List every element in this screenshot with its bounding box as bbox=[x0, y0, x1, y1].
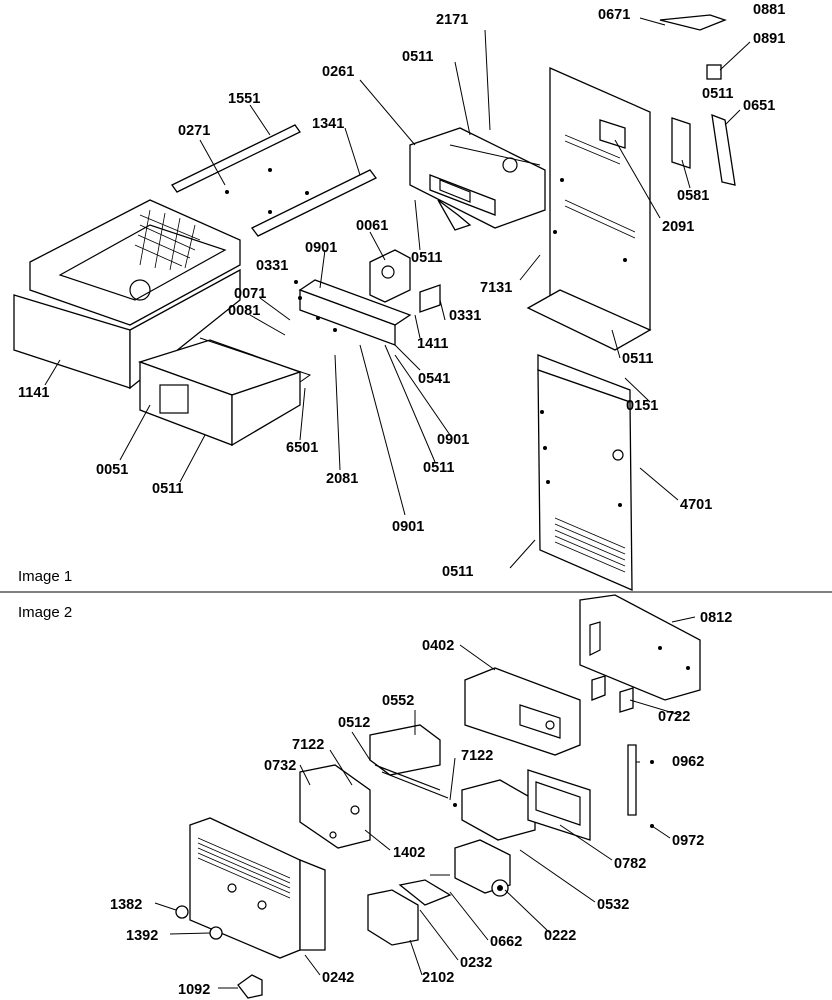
callout-2102: 2102 bbox=[422, 970, 454, 986]
callout-2091: 2091 bbox=[662, 219, 694, 235]
callout-0782: 0782 bbox=[614, 856, 646, 872]
callout-0081: 0081 bbox=[228, 303, 260, 319]
callout-7122b: 7122 bbox=[461, 748, 493, 764]
callout-0222: 0222 bbox=[544, 928, 576, 944]
callout-labels: 0671 0881 2171 0891 0511 0261 0511 0651 … bbox=[18, 2, 785, 998]
callout-0511a: 0511 bbox=[702, 86, 733, 102]
callout-0271: 0271 bbox=[178, 123, 210, 139]
callout-0552: 0552 bbox=[382, 693, 414, 709]
callout-0331b: 0331 bbox=[449, 308, 481, 324]
callout-0722: 0722 bbox=[658, 709, 690, 725]
part-ice-bucket[interactable] bbox=[13, 199, 241, 390]
callout-0151: 0151 bbox=[626, 398, 658, 414]
part-knobs[interactable] bbox=[175, 905, 223, 940]
callout-1341: 1341 bbox=[312, 116, 344, 132]
callout-0901b: 0901 bbox=[437, 432, 469, 448]
callout-2171: 2171 bbox=[436, 12, 468, 28]
callout-0232: 0232 bbox=[460, 955, 492, 971]
part-control-module[interactable] bbox=[299, 764, 371, 849]
callout-1382: 1382 bbox=[110, 897, 142, 913]
callout-0512: 0512 bbox=[338, 715, 370, 731]
part-lower-panel[interactable] bbox=[526, 289, 652, 591]
callout-7122a: 7122 bbox=[292, 737, 324, 753]
callout-0051: 0051 bbox=[96, 462, 128, 478]
callout-0511d: 0511 bbox=[622, 351, 653, 367]
part-mounting-bracket[interactable] bbox=[579, 594, 701, 701]
callout-0671a: 0671 bbox=[598, 7, 630, 23]
callout-4701: 4701 bbox=[680, 497, 712, 513]
part-cover-plate[interactable] bbox=[137, 337, 312, 447]
image2-drawing bbox=[154, 594, 701, 999]
callout-0511b: 0511 bbox=[402, 49, 433, 65]
part-label-plate[interactable] bbox=[367, 879, 452, 946]
callout-0541: 0541 bbox=[418, 371, 450, 387]
part-actuator[interactable] bbox=[430, 839, 511, 897]
part-clip[interactable] bbox=[237, 974, 263, 999]
callout-0331a: 0331 bbox=[256, 258, 288, 274]
callout-0532: 0532 bbox=[597, 897, 629, 913]
callout-0881: 0881 bbox=[753, 2, 785, 18]
part-retainer-bar[interactable] bbox=[627, 744, 654, 828]
callout-0071: 0071 bbox=[234, 286, 266, 302]
callout-2081: 2081 bbox=[326, 471, 358, 487]
part-housing[interactable] bbox=[464, 667, 581, 756]
part-rear-wall[interactable] bbox=[549, 14, 736, 331]
callout-0901c: 0901 bbox=[392, 519, 424, 535]
part-icemaker[interactable] bbox=[409, 127, 546, 231]
callout-0511e: 0511 bbox=[423, 460, 454, 476]
callout-1411: 1411 bbox=[417, 336, 448, 352]
callout-0402: 0402 bbox=[422, 638, 454, 654]
callout-0891: 0891 bbox=[753, 31, 785, 47]
callout-0261: 0261 bbox=[322, 64, 354, 80]
callout-1092: 1092 bbox=[178, 982, 210, 998]
callout-0242: 0242 bbox=[322, 970, 354, 986]
callout-0061: 0061 bbox=[356, 218, 388, 234]
callout-0581: 0581 bbox=[677, 188, 709, 204]
callout-0972: 0972 bbox=[672, 833, 704, 849]
part-cradle[interactable] bbox=[461, 769, 591, 841]
callout-0812: 0812 bbox=[700, 610, 732, 626]
callout-7131: 7131 bbox=[480, 280, 512, 296]
leader-lines-image1 bbox=[44, 17, 751, 569]
callout-6501: 6501 bbox=[286, 440, 318, 456]
section-title-image1: Image 1 bbox=[18, 568, 72, 585]
part-bracket-assembly[interactable] bbox=[294, 249, 441, 346]
callout-0651: 0651 bbox=[743, 98, 775, 114]
callout-0962: 0962 bbox=[672, 754, 704, 770]
section-title-image2: Image 2 bbox=[18, 604, 72, 621]
callout-1551: 1551 bbox=[228, 91, 260, 107]
leader-lines-image2 bbox=[154, 616, 696, 989]
callout-0662: 0662 bbox=[490, 934, 522, 950]
part-shelf-rails[interactable] bbox=[171, 124, 377, 237]
callout-1402: 1402 bbox=[393, 845, 425, 861]
callout-0511g: 0511 bbox=[442, 564, 473, 580]
callout-1392: 1392 bbox=[126, 928, 158, 944]
callout-1141: 1141 bbox=[18, 385, 49, 401]
callout-0511c: 0511 bbox=[411, 250, 442, 266]
callout-0901a: 0901 bbox=[305, 240, 337, 256]
part-front-panel[interactable] bbox=[189, 817, 326, 959]
part-pins[interactable] bbox=[591, 675, 634, 713]
callout-0511f: 0511 bbox=[152, 481, 183, 497]
image1-drawing bbox=[13, 14, 751, 591]
part-switch-bracket[interactable] bbox=[369, 724, 457, 807]
callout-0732: 0732 bbox=[264, 758, 296, 774]
